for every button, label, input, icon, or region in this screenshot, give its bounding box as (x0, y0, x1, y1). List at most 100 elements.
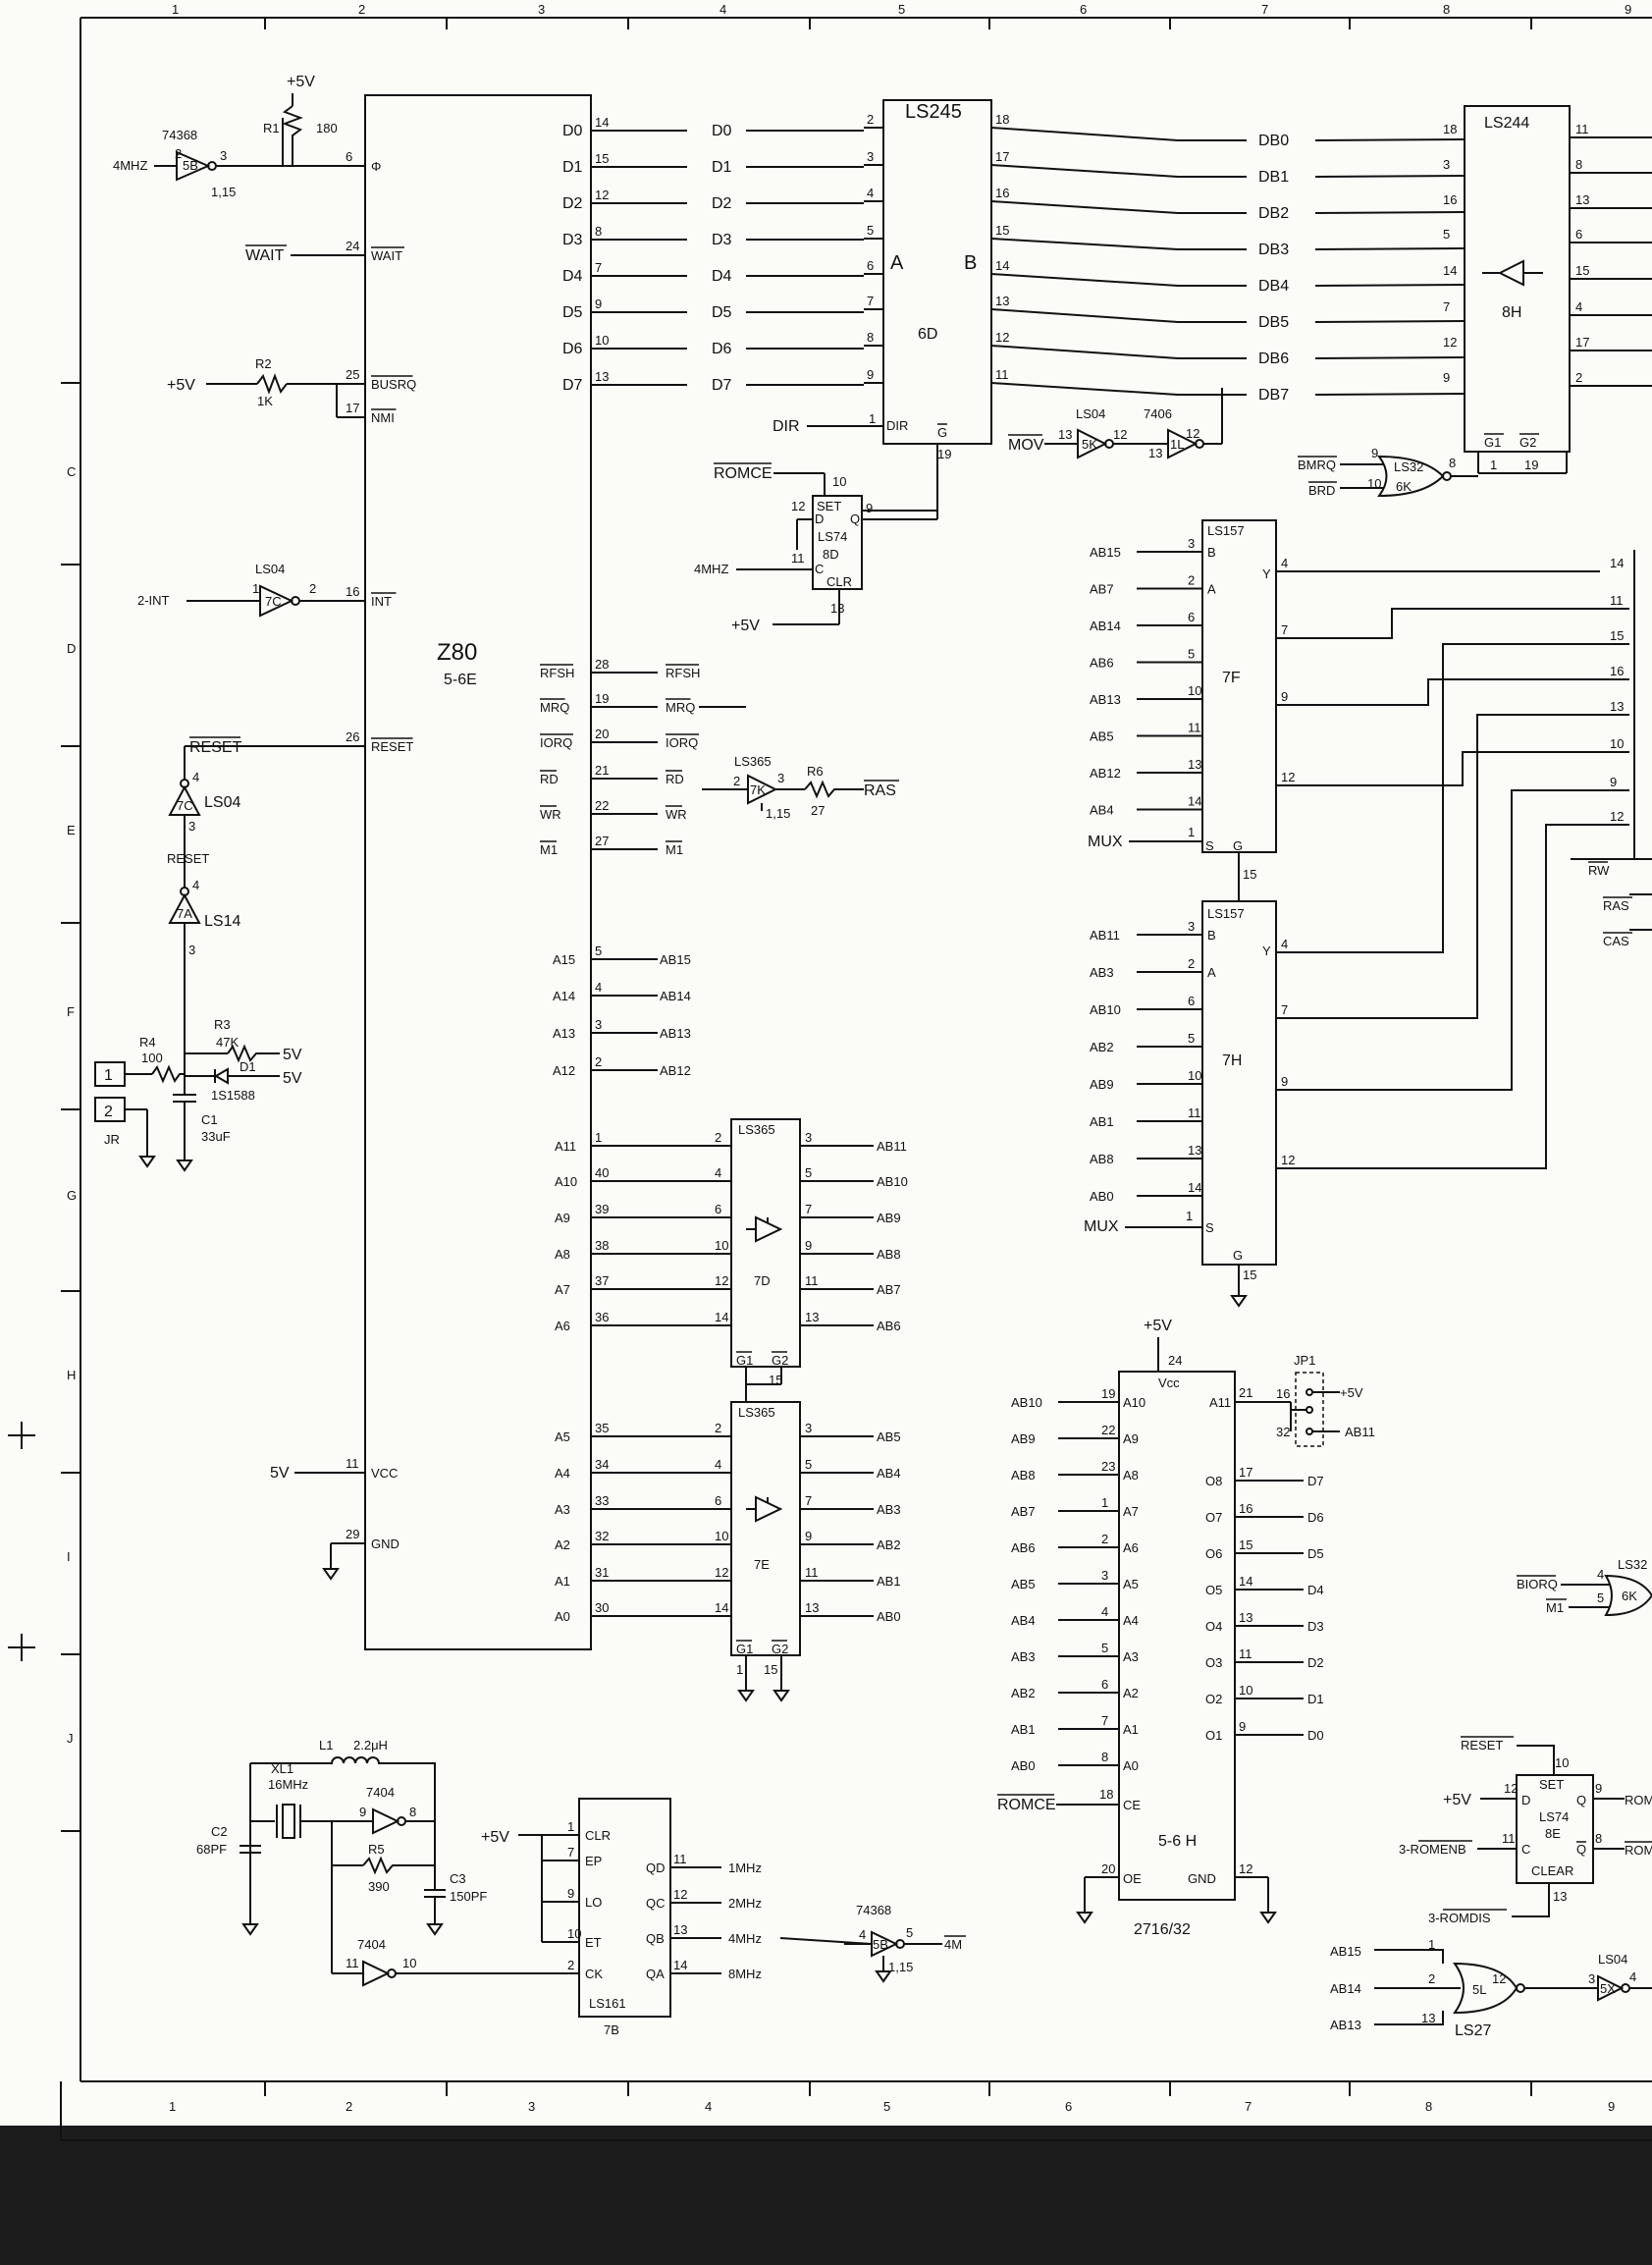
ls74-8d-d: D (815, 512, 824, 526)
border-col-bottom: 3 (528, 2099, 535, 2114)
z80-addr-pin-num: 39 (595, 1202, 609, 1216)
ls74-8e-p10: 10 (1555, 1755, 1569, 1770)
db-bus-wire (990, 345, 1247, 359)
ls157-input-net: AB10 (1090, 1002, 1121, 1017)
z80-addr-pin-num: 5 (595, 944, 602, 958)
reset-plain-label: RESET (167, 851, 209, 866)
r1-value: 180 (316, 121, 338, 135)
ls27-inv-p4: 4 (1629, 1969, 1636, 1984)
ls27-part: LS27 (1455, 2022, 1491, 2039)
ls245-pin-out: 14 (995, 258, 1009, 273)
reset-net-label: RESET (189, 739, 242, 756)
ls365-out-net: AB8 (877, 1247, 901, 1262)
ls74-8e-romdis: 3-ROMDIS (1428, 1911, 1491, 1925)
ls365-pin-out: 11 (805, 1273, 819, 1288)
right-cut-pin: 14 (1610, 556, 1624, 570)
db-to-ls244-wire (1314, 247, 1465, 250)
ls157-input-port: B (1207, 545, 1216, 560)
z80-addr-pin-num: 36 (595, 1310, 609, 1324)
r6-name: R6 (807, 764, 824, 779)
ls245-chip: LS245 A B 6D DIR G 1 19 DIR (773, 99, 992, 512)
ls157-input-net: AB15 (1090, 545, 1121, 560)
ls244-pin-in: 7 (1443, 299, 1450, 314)
z80-ctrl-pin-num: 22 (595, 798, 609, 813)
rom-out-pin: 11 (1239, 1646, 1252, 1661)
data-bus-net: D5 (712, 304, 732, 321)
z80-ctrl-pin-name: WR (540, 807, 561, 822)
ls27-inv-loc: 5X (1600, 1981, 1616, 1996)
r1-name: R1 (263, 121, 280, 135)
z80-ctrl-net: IORQ (666, 735, 698, 750)
ls157-input-net: AB5 (1090, 729, 1114, 744)
rom-addr-net: AB5 (1011, 1577, 1036, 1591)
ls157-input-net: AB1 (1090, 1114, 1114, 1129)
z80-addr-pin-num: 37 (595, 1273, 609, 1288)
ls365-7d-name: LS365 (738, 1122, 775, 1137)
ls365-pin-in: 12 (715, 1565, 728, 1580)
ls157-7f-out-pin: 9 (1281, 689, 1288, 704)
ls161-out-pin: 13 (673, 1922, 687, 1937)
ls365-7e-loc: 7E (754, 1557, 770, 1572)
border-col-top: 6 (1080, 2, 1087, 17)
clk-4mhz-label: 4MHZ (113, 158, 147, 173)
z80-addr-pin-name: A8 (555, 1247, 570, 1262)
crystal-oscillator: L1 2.2μH XL1 16MHz 7404 9 8 R5 390 C3 15… (196, 1738, 579, 1987)
brd-label: BRD (1308, 483, 1335, 498)
ls74-8e-p12: 12 (1504, 1781, 1518, 1796)
ls157-7h-out-pin: 7 (1281, 1002, 1288, 1017)
clock-out-buffer: 74368 5B 4 5 1,15 4M (844, 1903, 966, 1983)
ls244-pin-out: 17 (1575, 335, 1589, 350)
ls157-input-net: AB8 (1090, 1152, 1114, 1166)
ls365-out-net: AB2 (877, 1537, 901, 1552)
ras-label: RAS (864, 782, 896, 799)
z80-ctrl-pin-name: IORQ (540, 735, 572, 750)
ls244-g2: G2 (1519, 435, 1536, 450)
int-gate-part: LS04 (255, 562, 285, 576)
ls365-out-net: AB6 (877, 1319, 901, 1333)
rom-vcc-net: +5V (1144, 1318, 1172, 1334)
border-row: D (67, 641, 76, 656)
ls161-pin: 7 (567, 1845, 574, 1860)
z80-ctrl-net: WR (666, 807, 687, 822)
ls245-pin-out: 16 (995, 186, 1009, 200)
reset-gate2-p4: 4 (192, 878, 199, 892)
z80-pin-num: 25 (346, 367, 359, 382)
wait-net: WAIT (245, 244, 365, 264)
z80-pin-name: RESET (371, 739, 413, 754)
r4-name: R4 (139, 1035, 156, 1050)
z80-addr-pin-name: A14 (553, 989, 575, 1003)
z80-pin-num: 29 (346, 1527, 359, 1541)
z80-location: 5-6E (444, 672, 477, 688)
ls244-pin-out: 4 (1575, 299, 1582, 314)
rom-addr-net: AB7 (1011, 1504, 1036, 1519)
xl1-name: XL1 (271, 1761, 293, 1776)
ls365-pin-out: 9 (805, 1238, 812, 1253)
ls157-7f-g: G (1233, 838, 1243, 853)
z80-name: Z80 (437, 639, 477, 666)
reset-gate2-loc: 7A (177, 906, 192, 921)
z80-ctrl-pin-num: 21 (595, 763, 609, 778)
z80-data-pin-name: D6 (562, 341, 583, 357)
rom-ce-port: CE (1123, 1798, 1141, 1812)
z80-addr-pin-name: A11 (555, 1139, 576, 1154)
r5-value: 390 (368, 1879, 390, 1894)
z80-addr-pin-name: A13 (553, 1026, 575, 1041)
db-bus-net: DB5 (1258, 314, 1289, 331)
r3-value: 47K (216, 1035, 239, 1050)
ls365-pin-out: 13 (805, 1310, 819, 1324)
ls365-out-net: AB10 (877, 1174, 908, 1189)
rom-addr-port: A9 (1123, 1431, 1139, 1446)
border-col-bottom: 4 (705, 2099, 712, 2114)
clk-gate-pin-in: 2 (175, 146, 182, 161)
rom-addr-port: A6 (1123, 1540, 1139, 1555)
border-row: C (67, 464, 76, 479)
mov-gate2-in: 13 (1148, 446, 1162, 460)
ls245-b: B (964, 252, 977, 274)
border-col-top: 9 (1625, 2, 1631, 17)
ls32-pin10: 10 (1367, 476, 1381, 491)
ls27-p12: 12 (1492, 1971, 1506, 1986)
ls365-7k-out: 3 (777, 771, 784, 785)
z80-addr-pin-name: A3 (555, 1502, 570, 1517)
z80-pin-name: VCC (371, 1466, 398, 1481)
